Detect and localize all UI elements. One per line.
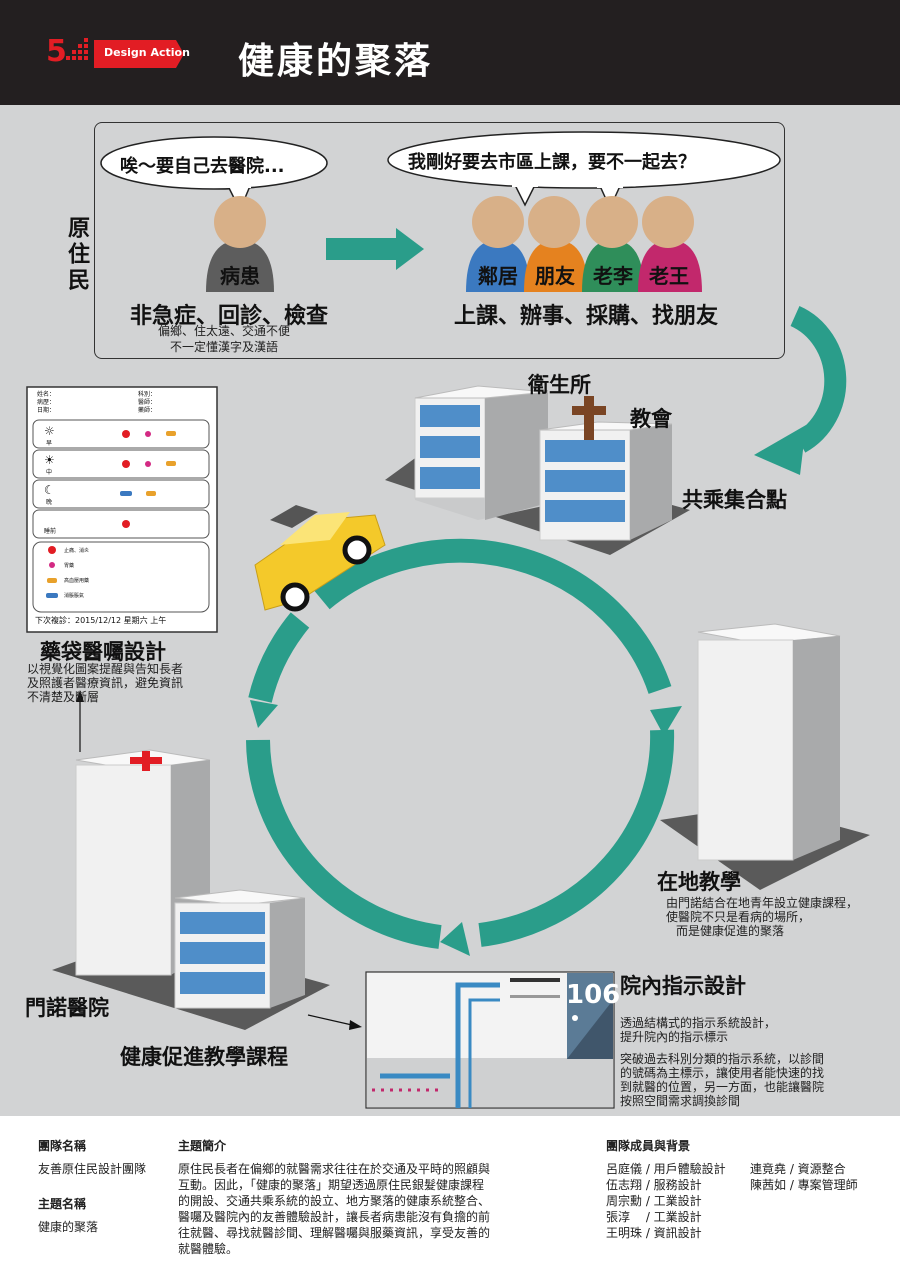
bag-title: 藥袋醫囑設計 — [40, 640, 166, 664]
right-arrow-icon — [326, 228, 424, 270]
patient-needs: 非急症、回診、檢查 — [130, 304, 329, 329]
bag-legend-3: 高血壓用藥 — [64, 578, 90, 584]
member-4: 張淳 / 工業設計 — [606, 1210, 702, 1224]
member-7: 陳茜如 / 專案管理師 — [750, 1178, 858, 1192]
bag-time-bedtime: 睡前 — [44, 528, 57, 535]
noon-sun-icon: ☀ — [44, 453, 55, 467]
health-course-label: 健康促進教學課程 — [120, 1045, 288, 1069]
member-1: 呂庭儀 / 用戶體驗設計 — [606, 1162, 726, 1176]
wayfinding-illustration — [365, 971, 615, 1109]
member-2: 伍志翔 / 服務設計 — [606, 1178, 702, 1192]
companion-figures — [466, 196, 702, 292]
health-station-building — [414, 385, 549, 520]
moon-icon: ☾ — [44, 483, 55, 497]
topic-name: 健康的聚落 — [38, 1220, 99, 1234]
local-teaching-desc-3: 而是健康促進的聚落 — [676, 924, 785, 938]
bag-time-noon: 中 — [46, 469, 53, 476]
wayfinding-title: 院內指示設計 — [620, 974, 746, 998]
bag-field-pharmacist: 藥師： — [138, 407, 157, 414]
sun-icon: ☼ — [44, 424, 55, 438]
resident-side-label: 原住民 — [64, 216, 89, 294]
bag-time-night: 晚 — [46, 499, 53, 506]
wayfinding-desc-1a: 透過結構式的指示系統設計， — [620, 1016, 777, 1030]
intro-line-4: 醫囑及醫院內的友善體驗設計，讓長者病患能沒有負擔的前 — [178, 1210, 491, 1224]
bag-desc-3: 不清楚及斷層 — [27, 690, 100, 704]
logo-tagline: Design Action — [104, 46, 190, 59]
bag-legend-4: 消脹脹氣 — [64, 593, 85, 599]
companion-label-lao-wang: 老王 — [649, 264, 689, 288]
local-teaching-label: 在地教學 — [657, 870, 741, 894]
bag-legend-2: 胃藥 — [64, 563, 75, 569]
intro-line-2: 互動。因此，「健康的聚落」期望透過原住民銀髮健康課程 — [178, 1178, 485, 1192]
member-5: 王明珠 / 資訊設計 — [606, 1226, 702, 1240]
patient-figure — [206, 196, 274, 292]
church-building — [539, 396, 673, 541]
intro-line-6: 就醫體驗。 — [178, 1242, 239, 1256]
medicine-bag-illustration — [26, 386, 218, 633]
bubble-left-text: 唉～要自己去醫院... — [120, 156, 285, 177]
bag-field-name: 姓名： — [37, 391, 56, 398]
companion-label-neighbor: 鄰居 — [478, 264, 518, 288]
footer — [0, 1116, 900, 1273]
bag-desc-2: 及照護者醫療資訊，避免資訊 — [27, 676, 184, 690]
intro-line-5: 往就醫、尋找就醫診間、理解醫囑與服藥資訊，享受友善的 — [178, 1226, 491, 1240]
cross-icon — [584, 396, 594, 440]
member-3: 周宗勳 / 工業設計 — [606, 1194, 702, 1208]
intro-line-3: 的開設、交通共乘系統的設立、地方聚落的健康系統整合、 — [178, 1194, 491, 1208]
bag-next-visit: 下次複診：2015/12/12 星期六 上午 — [35, 616, 167, 625]
bag-legend-1: 止痛、消炎 — [64, 548, 90, 554]
team-heading: 團隊名稱 — [38, 1139, 87, 1153]
taxi-car-icon — [254, 505, 386, 612]
companion-label-lao-li: 老李 — [593, 264, 633, 288]
room-number: 106 — [566, 980, 621, 1010]
patient-label: 病患 — [220, 264, 260, 288]
logo-graphic — [66, 38, 184, 68]
hospital-label: 門諾醫院 — [25, 996, 109, 1020]
hospital-annex-building — [174, 889, 306, 1009]
intro-heading: 主題簡介 — [178, 1139, 227, 1153]
bag-field-date: 日期： — [37, 407, 56, 414]
cycle-circle — [246, 538, 675, 949]
carpool-point-label: 共乘集合點 — [682, 488, 787, 512]
companion-label-friend: 朋友 — [535, 264, 575, 288]
team-name: 友善原住民設計團隊 — [38, 1162, 147, 1176]
speech-bubble-left — [100, 136, 328, 190]
intro-line-1: 原住民長者在偏鄉的就醫需求往往在於交通及平時的照顧與 — [178, 1162, 491, 1176]
speech-bubble-right — [387, 131, 781, 189]
bag-time-morning: 早 — [46, 440, 53, 447]
local-teaching-desc-1: 由門諾結合在地青年設立健康課程， — [666, 896, 859, 910]
church-label: 教會 — [630, 407, 672, 431]
patient-note-1: 偏鄉、住太遠、交通不便 — [158, 324, 291, 338]
topic-heading: 主題名稱 — [38, 1197, 87, 1211]
wayfinding-desc-2b: 的號碼為主標示，讓使用者能快速的找 — [620, 1066, 825, 1080]
page-title: 健康的聚落 — [238, 41, 434, 82]
health-station-label: 衛生所 — [528, 373, 591, 397]
member-6: 連竟堯 / 資源整合 — [750, 1162, 846, 1176]
logo-number: 5 — [46, 34, 67, 69]
members-heading: 團隊成員與背景 — [606, 1139, 691, 1153]
wayfinding-desc-2d: 按照空間需求調換診間 — [620, 1094, 741, 1108]
local-teaching-desc-2: 使醫院不只是看病的場所， — [666, 910, 811, 924]
wayfinding-desc-1b: 提升院內的指示標示 — [620, 1030, 729, 1044]
companion-needs: 上課、辦事、採購、找朋友 — [454, 304, 719, 329]
bag-field-record: 病歷： — [37, 399, 56, 406]
wayfinding-desc-2c: 到就醫的位置，另一方面，也能讓醫院 — [620, 1080, 825, 1094]
wayfinding-desc-2a: 突破過去科別分類的指示系統，以診間 — [620, 1052, 825, 1066]
teaching-building — [697, 623, 841, 861]
bag-field-doctor: 醫師： — [138, 399, 157, 406]
bubble-right-text: 我剛好要去市區上課，要不一起去？ — [408, 152, 696, 173]
patient-note-2: 不一定懂漢字及漢語 — [170, 340, 279, 354]
bag-desc-1: 以視覺化圖案提醒與告知長者 — [27, 662, 184, 676]
bag-field-dept: 科別： — [138, 391, 157, 398]
